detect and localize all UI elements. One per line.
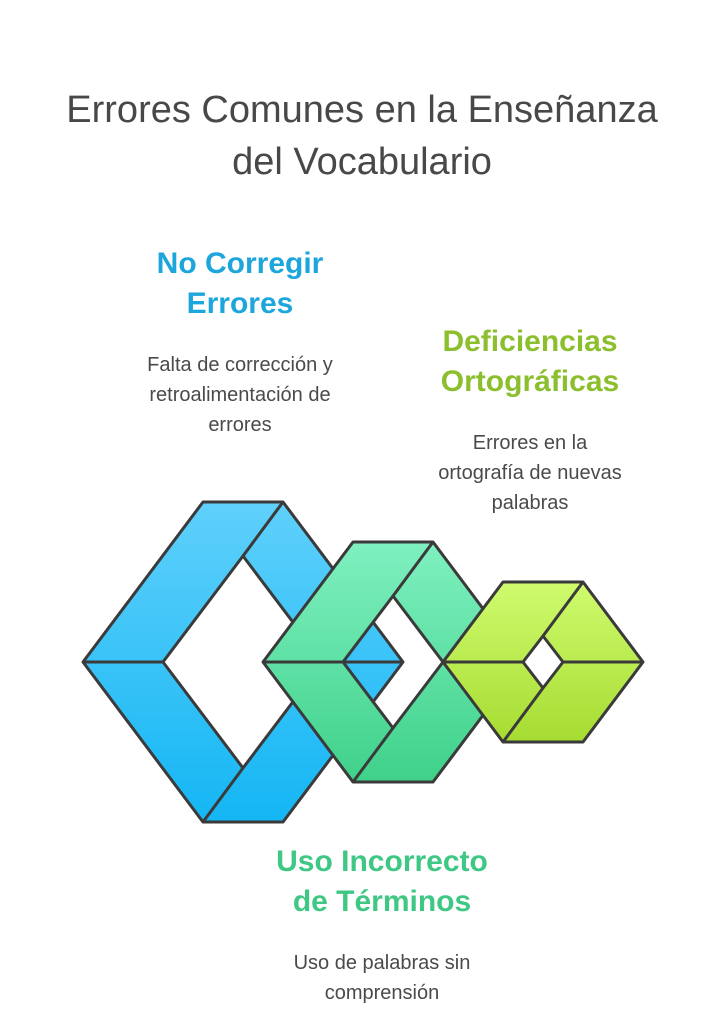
desc-line-2: retroalimentación de <box>149 384 331 406</box>
label-heading: Deficiencias Ortográficas <box>370 322 690 402</box>
heading-line-2: Ortográficas <box>440 365 620 398</box>
title-line-1: Errores Comunes en la Enseñanza <box>66 89 658 131</box>
label-description: Uso de palabras sin comprensión <box>222 948 542 1008</box>
desc-line-1: Falta de corrección y <box>147 354 333 376</box>
heading-line-1: Deficiencias <box>442 325 618 358</box>
label-no-corregir-errores: No Corregir Errores Falta de corrección … <box>80 244 400 440</box>
label-heading: Uso Incorrecto de Términos <box>222 842 542 922</box>
desc-line-3: palabras <box>491 492 569 514</box>
label-uso-incorrecto-terminos: Uso Incorrecto de Términos Uso de palabr… <box>222 842 542 1008</box>
label-heading: No Corregir Errores <box>80 244 400 324</box>
lime-hexagon <box>441 580 645 744</box>
desc-line-2: ortografía de nuevas <box>438 462 622 484</box>
desc-line-3: errores <box>208 414 272 436</box>
diagram-title: Errores Comunes en la Enseñanza del Voca… <box>0 84 724 188</box>
heading-line-2: de Términos <box>292 885 472 918</box>
heading-line-1: No Corregir <box>156 247 324 280</box>
desc-line-1: Errores en la <box>472 432 588 454</box>
label-description: Falta de corrección y retroalimentación … <box>80 350 400 440</box>
heading-line-1: Uso Incorrecto <box>276 845 488 878</box>
desc-line-2: comprensión <box>324 982 440 1004</box>
desc-line-1: Uso de palabras sin <box>293 952 471 974</box>
label-deficiencias-ortograficas: Deficiencias Ortográficas Errores en la … <box>370 322 690 518</box>
heading-line-2: Errores <box>186 287 294 320</box>
title-line-2: del Vocabulario <box>232 141 492 183</box>
label-description: Errores en la ortografía de nuevas palab… <box>370 428 690 518</box>
